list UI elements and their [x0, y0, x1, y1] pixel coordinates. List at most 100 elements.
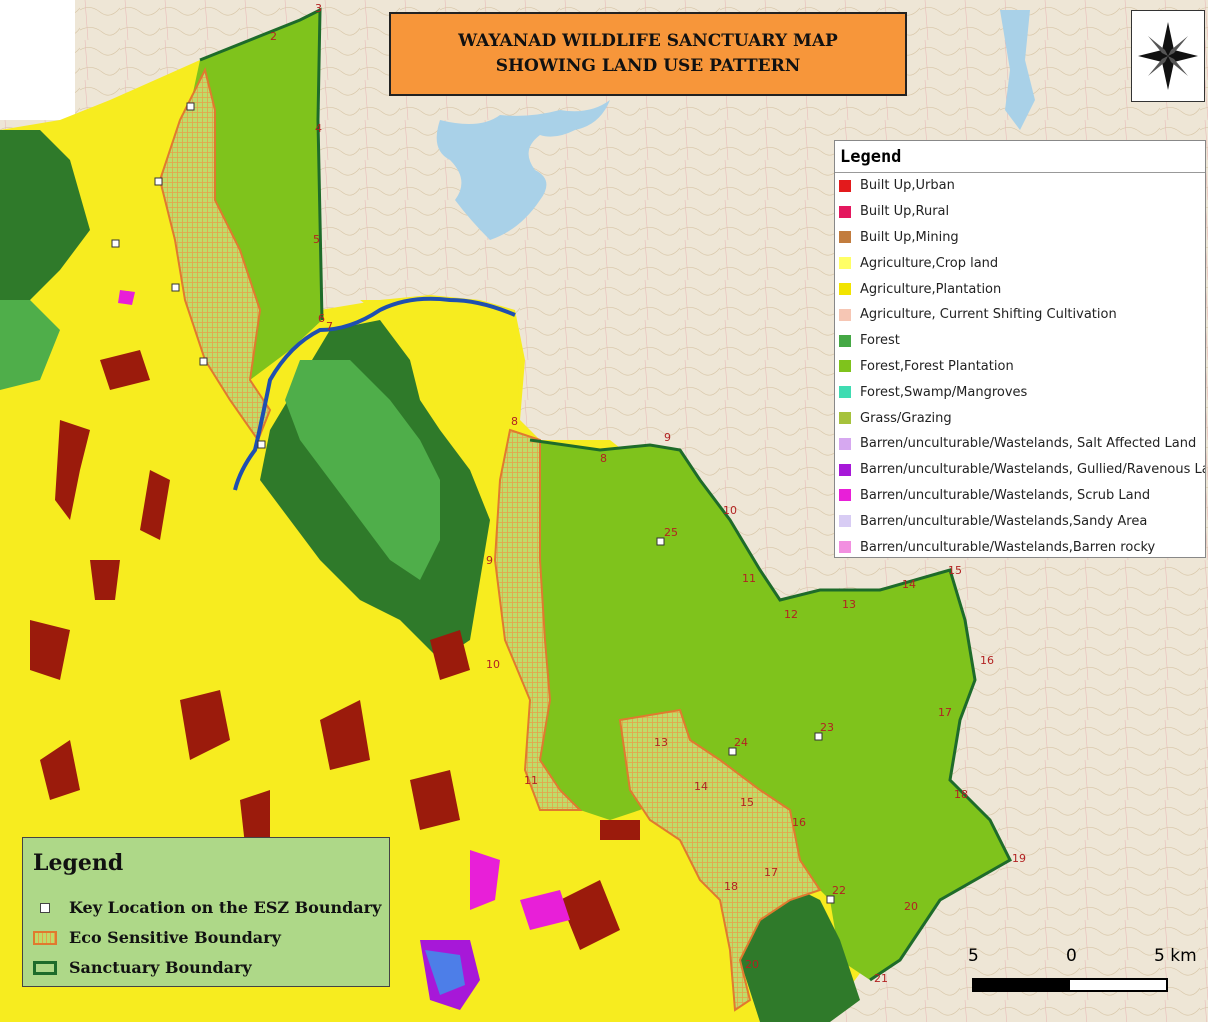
- legend-swatch: [839, 205, 851, 218]
- boundary-number: 18: [724, 880, 738, 893]
- legend-swatch: [839, 515, 851, 528]
- boundary-number: 8: [511, 415, 518, 428]
- forest-mid-west: [0, 300, 60, 390]
- forest-mid-central: [285, 360, 440, 580]
- legend-swatch: [839, 360, 851, 373]
- legend-item-label: Barren/unculturable/Wastelands,Sandy Are…: [860, 513, 1148, 529]
- white-corner: [0, 0, 75, 120]
- boundary-number: 19: [1012, 852, 1026, 865]
- legend-item-label: Built Up,Mining: [860, 229, 959, 245]
- land-use-legend-item: Grass/Grazing: [835, 405, 1205, 431]
- reservoir-north: [1000, 10, 1035, 130]
- square-marker-icon: [33, 901, 57, 915]
- legend-swatch: [839, 489, 851, 502]
- land-use-legend-item: Barren/unculturable/Wastelands, Scrub La…: [835, 483, 1205, 509]
- legend-item-label: Built Up,Urban: [860, 178, 955, 194]
- north-arrow-icon: [1131, 10, 1205, 102]
- legend-item-label: Eco Sensitive Boundary: [69, 928, 281, 947]
- boundary-number: 7: [326, 320, 333, 333]
- legend-item-label: Agriculture,Crop land: [860, 255, 999, 271]
- boundary-number: 20: [904, 900, 918, 913]
- boundary-number: 15: [740, 796, 754, 809]
- legend-swatch: [839, 308, 851, 321]
- water-patch: [425, 950, 465, 995]
- boundary-number: 14: [902, 578, 916, 591]
- marker-label: 24: [734, 736, 748, 749]
- legend-swatch: [839, 257, 851, 270]
- boundary-number: 5: [313, 233, 320, 246]
- boundary-number: 15: [948, 564, 962, 577]
- legend-swatch: [839, 463, 851, 476]
- boundary-number: 9: [664, 431, 671, 444]
- legend-item-key-location: Key Location on the ESZ Boundary: [33, 898, 381, 917]
- legend-swatch: [839, 179, 851, 192]
- land-use-legend-item: Forest,Forest Plantation: [835, 354, 1205, 380]
- scale-left-label: 5: [968, 946, 979, 966]
- scale-middle-label: 0: [1066, 946, 1077, 966]
- key-location-markers: [111, 102, 835, 904]
- boundary-legend-title: Legend: [33, 850, 124, 876]
- legend-item-eco-sensitive: Eco Sensitive Boundary: [33, 928, 281, 947]
- land-use-legend-item: Built Up,Rural: [835, 199, 1205, 225]
- land-use-legend-title: Legend: [835, 141, 1205, 173]
- legend-item-label: Barren/unculturable/Wastelands, Salt Aff…: [860, 436, 1197, 452]
- land-use-legend-item: Built Up,Mining: [835, 225, 1205, 251]
- legend-swatch: [839, 283, 851, 296]
- scale-right-label: 5 km: [1154, 946, 1197, 966]
- legend-item-label: Forest,Forest Plantation: [860, 358, 1014, 374]
- map-title-line2: SHOWING LAND USE PATTERN: [495, 56, 801, 76]
- forest-dark-west: [0, 130, 90, 300]
- forest-east: [530, 440, 1010, 980]
- land-use-legend-item: Barren/unculturable/Wastelands, Gullied/…: [835, 457, 1205, 483]
- boundary-number: 9: [486, 554, 493, 567]
- scale-bar: 5 0 5 km: [968, 942, 1200, 998]
- sanctuary-boundary-northwest: [199, 7, 324, 321]
- boundary-number: 20: [745, 958, 759, 971]
- boundary-number: 12: [784, 608, 798, 621]
- boundary-number: 14: [694, 780, 708, 793]
- scale-bar-graphic: [972, 978, 1168, 992]
- boundary-number: 3: [315, 2, 322, 15]
- land-use-legend-item: Barren/unculturable/Wastelands,Barren ro…: [835, 534, 1205, 557]
- land-use-legend-item: Agriculture, Current Shifting Cultivatio…: [835, 302, 1205, 328]
- sanctuary-boundary: [529, 438, 1012, 982]
- legend-item-label: Forest,Swamp/Mangroves: [860, 384, 1028, 400]
- eco-strip-south: [618, 708, 822, 1012]
- legend-item-label: Key Location on the ESZ Boundary: [69, 898, 382, 917]
- land-use-legend-item: Forest,Swamp/Mangroves: [835, 379, 1205, 405]
- land-use-legend-item: Agriculture,Crop land: [835, 250, 1205, 276]
- boundary-number: 13: [842, 598, 856, 611]
- legend-item-sanctuary: Sanctuary Boundary: [33, 958, 252, 977]
- boundary-number: 21: [874, 972, 888, 985]
- land-use-legend-item: Agriculture,Plantation: [835, 276, 1205, 302]
- boundary-number: 10: [723, 504, 737, 517]
- boundary-number: 18: [954, 788, 968, 801]
- legend-item-label: Barren/unculturable/Wastelands,Barren ro…: [860, 539, 1156, 555]
- crop-central: [360, 300, 520, 470]
- marker-label: 25: [664, 526, 678, 539]
- legend-swatch: [839, 231, 851, 244]
- legend-swatch: [839, 386, 851, 399]
- legend-item-label: Agriculture, Current Shifting Cultivatio…: [860, 307, 1117, 323]
- boundary-number: 16: [980, 654, 994, 667]
- eco-strip-central: [493, 428, 583, 811]
- land-use-legend-item: Forest: [835, 328, 1205, 354]
- boundary-legend: Legend Key Location on the ESZ Boundary …: [22, 837, 390, 987]
- land-use-legend-item: Barren/unculturable/Wastelands, Salt Aff…: [835, 431, 1205, 457]
- legend-item-label: Barren/unculturable/Wastelands, Gullied/…: [860, 462, 1206, 478]
- hatched-swatch-icon: [33, 930, 57, 945]
- map-title-line1: WAYANAD WILDLIFE SANCTUARY MAP: [458, 31, 838, 51]
- legend-item-label: Barren/unculturable/Wastelands, Scrub La…: [860, 487, 1151, 503]
- legend-item-label: Forest: [860, 333, 900, 349]
- outline-swatch-icon: [33, 960, 57, 975]
- legend-item-label: Agriculture,Plantation: [860, 281, 1002, 297]
- legend-item-label: Sanctuary Boundary: [69, 958, 252, 977]
- land-use-legend-item: Barren/unculturable/Wastelands,Sandy Are…: [835, 508, 1205, 534]
- legend-swatch: [839, 412, 851, 425]
- boundary-number: 17: [764, 866, 778, 879]
- boundary-number: 17: [938, 706, 952, 719]
- legend-item-label: Built Up,Rural: [860, 204, 950, 220]
- marker-label: 23: [820, 721, 834, 734]
- boundary-number: 10: [486, 658, 500, 671]
